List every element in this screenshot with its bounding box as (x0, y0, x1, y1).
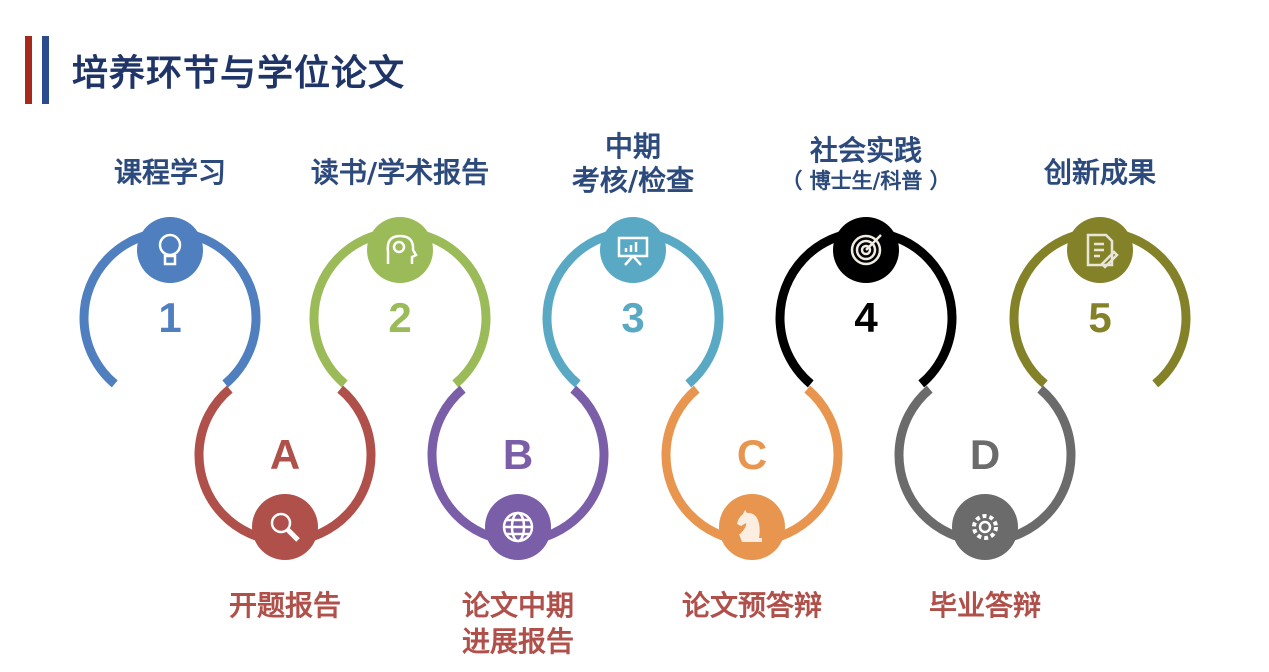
chess-knight-icon (737, 510, 762, 542)
target-icon (850, 234, 882, 266)
stage-label-C: 论文预答辩 (681, 589, 822, 622)
step-label-3: 中期考核/检查 (571, 130, 695, 197)
step-icon-badge-2 (367, 217, 433, 283)
step-number-1: 1 (158, 294, 181, 341)
stage-letter-D: D (970, 431, 1000, 478)
title-accent-red (25, 36, 32, 104)
step-label-5: 创新成果 (1043, 156, 1156, 189)
step-number-4: 4 (854, 294, 878, 341)
step-icon-badge-3 (600, 217, 666, 283)
document-pen-icon (1086, 233, 1119, 269)
lightbulb-icon (158, 233, 182, 266)
stage-label-B: 论文中期进展报告 (461, 589, 574, 658)
step-icon-badge-1 (137, 217, 203, 283)
brain-head-icon (386, 234, 418, 264)
stage-letter-C: C (737, 431, 767, 478)
stage-label-A: 开题报告 (228, 589, 341, 622)
magnifier-icon (270, 512, 300, 542)
title-accent-blue (42, 36, 49, 104)
step-label-1: 课程学习 (113, 156, 226, 189)
presentation-chart-icon (617, 236, 649, 266)
step-number-5: 5 (1088, 294, 1111, 341)
step-number-3: 3 (621, 294, 644, 341)
stage-icon-badge-D (952, 494, 1018, 560)
step-label-2: 读书/学术报告 (310, 156, 490, 189)
stage-icon-badge-C (719, 494, 785, 560)
stage-icon-badge-B (485, 494, 551, 560)
stage-icon-badge-A (252, 494, 318, 560)
step-label-4: 社会实践（ 博士生/科普 ） (746, 134, 986, 194)
step-icon-badge-4 (833, 217, 899, 283)
step-icon-badge-5 (1067, 217, 1133, 283)
stage-label-D: 毕业答辩 (928, 589, 1041, 622)
step-sublabel-4: （ 博士生/科普 ） (781, 169, 951, 193)
gear-icon (972, 514, 998, 540)
globe-icon (502, 511, 534, 543)
page-title: 培养环节与学位论文 (72, 53, 406, 94)
stage-letter-A: A (270, 431, 300, 478)
stage-letter-B: B (503, 431, 533, 478)
step-number-2: 2 (388, 294, 411, 341)
